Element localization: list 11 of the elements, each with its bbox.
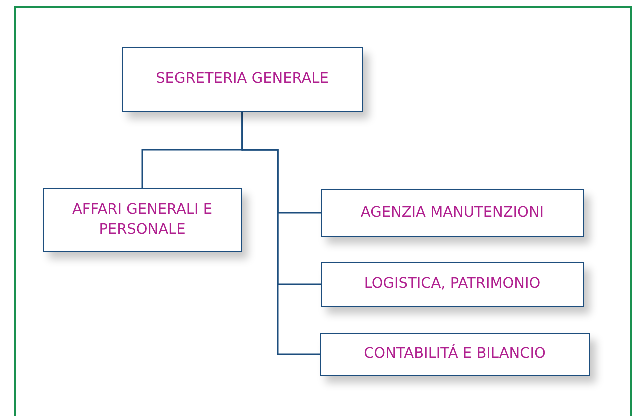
org-box [122,47,363,112]
org-box [320,333,590,376]
org-box [321,262,584,307]
org-box [321,189,584,237]
unit-name: CONTABILITÁ E BILANCIO [364,344,546,364]
unit-name: SEGRETERIA GENERALE [156,70,329,90]
org-box [43,188,242,252]
unit-name: LOGISTICA, PATRIMONIO [364,275,541,294]
connector-line [242,112,320,356]
unit-name: AFFARI GENERALI E PERSONALE [71,200,214,240]
unit-name: AGENZIA MANUTENZIONI [360,204,544,223]
